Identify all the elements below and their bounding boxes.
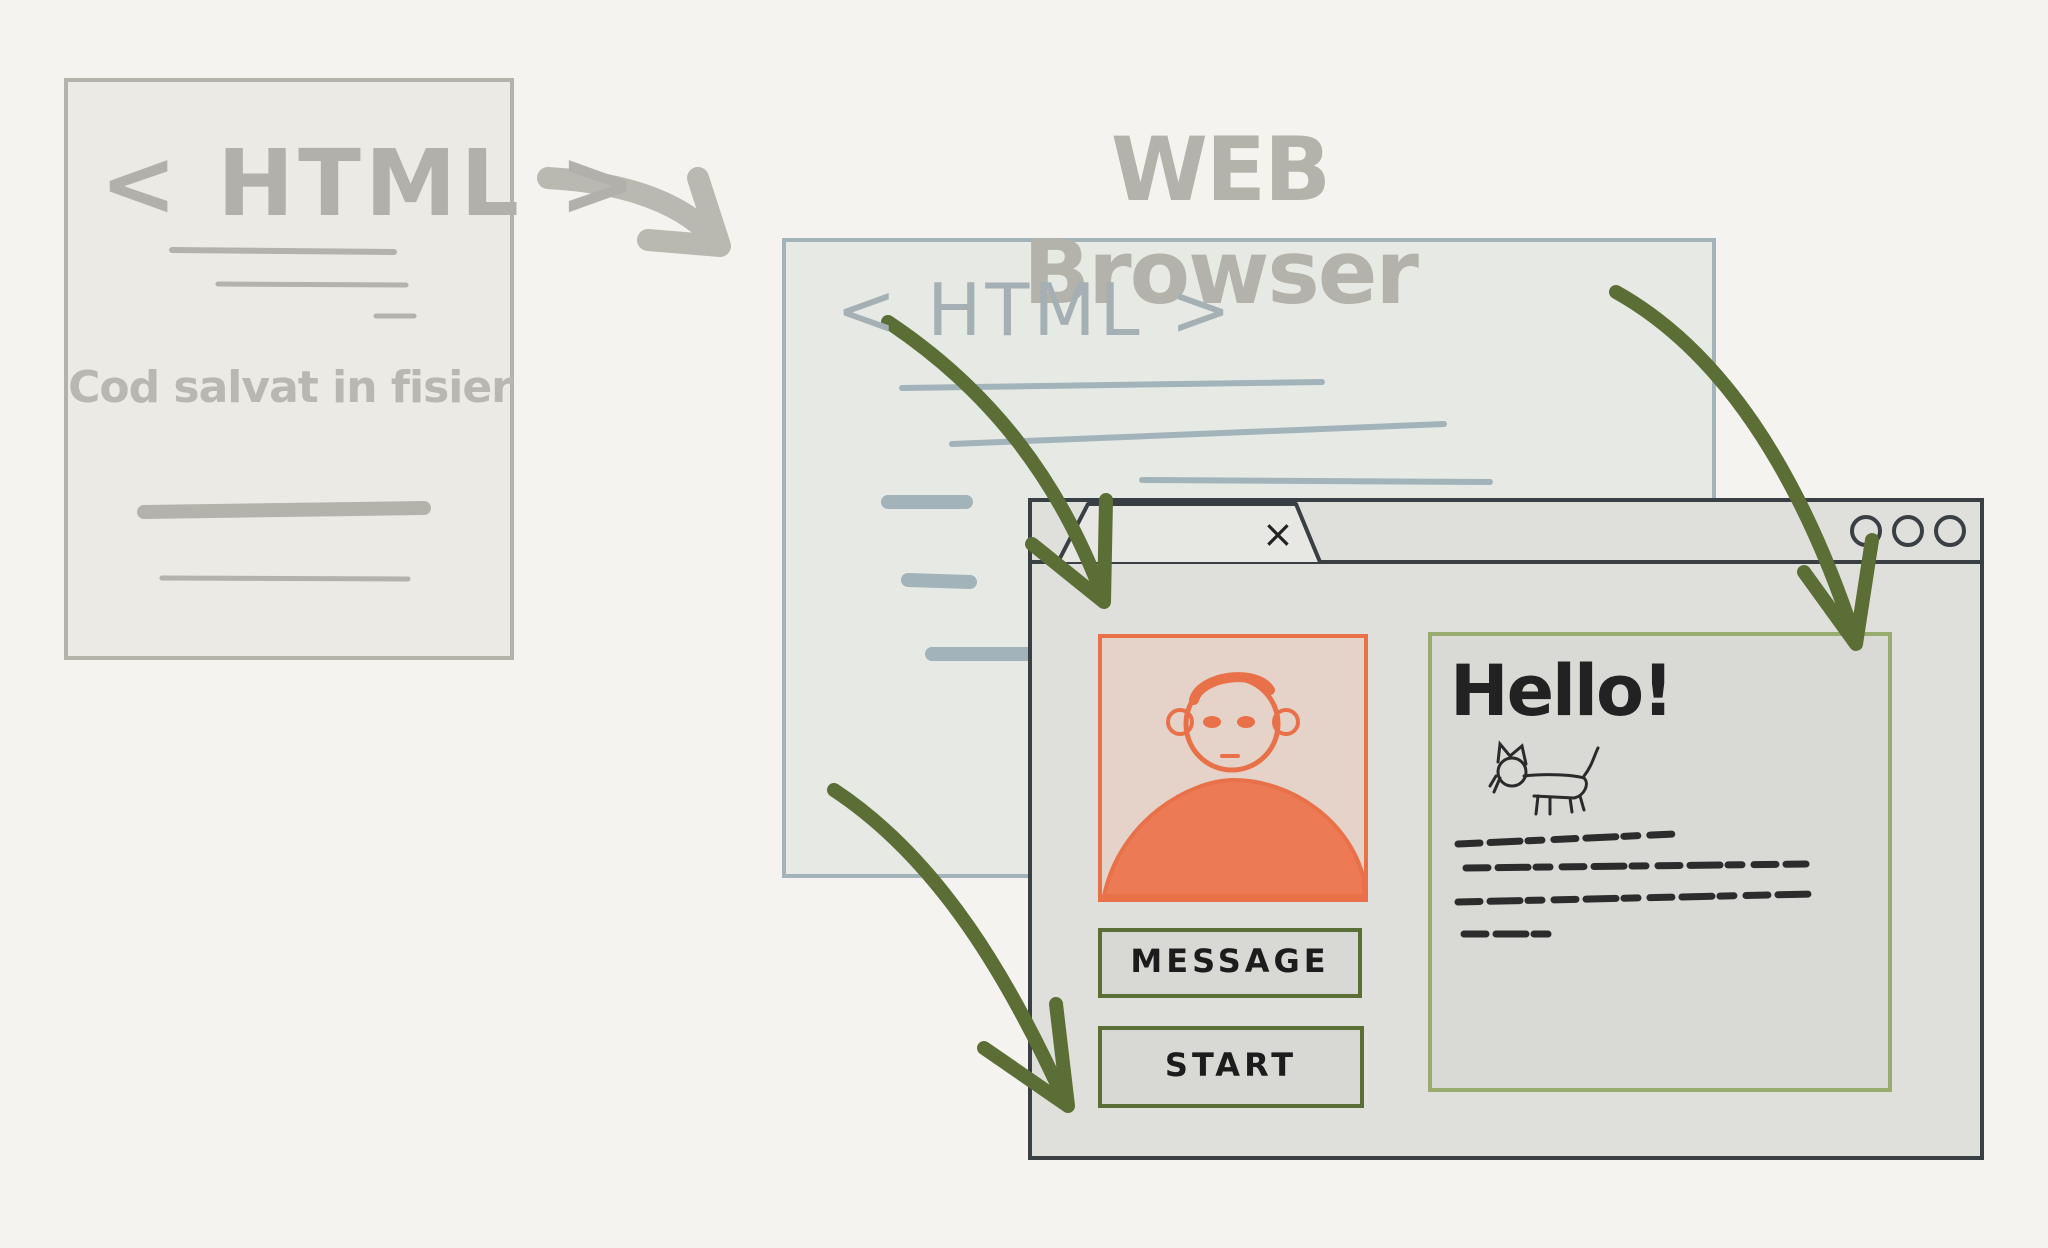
- code-line: [159, 575, 411, 582]
- arrow-to-buttons-icon: [827, 783, 1073, 1111]
- arrow-file-to-browser-icon: [537, 167, 731, 257]
- code-line: [169, 247, 397, 255]
- file-html-tag: < HTML >: [100, 130, 641, 237]
- start-button-label: START: [1164, 1046, 1298, 1084]
- arrow-head-icon: [1797, 533, 1879, 651]
- code-line: [215, 281, 409, 288]
- arrow-head-icon: [977, 997, 1075, 1113]
- browser-title: WEB Browser: [1023, 118, 1419, 324]
- code-line: [1139, 477, 1493, 485]
- start-button[interactable]: [1098, 1026, 1364, 1108]
- render-arrows: [827, 285, 1879, 1113]
- arrow-to-avatar-icon: [881, 315, 1111, 607]
- content-panel: [1428, 632, 1892, 1092]
- message-button[interactable]: [1098, 928, 1362, 998]
- code-line: [949, 421, 1447, 447]
- text-placeholder-lines: [1454, 830, 1816, 938]
- code-line: [901, 573, 977, 589]
- message-button-label: MESSAGE: [1130, 942, 1330, 980]
- arrow-to-content-icon: [1609, 285, 1863, 649]
- greeting-heading: Hello!: [1450, 650, 1674, 732]
- code-line: [137, 501, 431, 519]
- close-icon[interactable]: ×: [1262, 512, 1294, 556]
- avatar-image: [1098, 634, 1368, 902]
- arrow-head-icon: [1025, 493, 1113, 609]
- cat-icon: [1488, 740, 1600, 816]
- source-html-tag: < HTML >: [836, 268, 1235, 352]
- file-caption: Cod salvat in fisier: [68, 362, 513, 413]
- window-control-icon[interactable]: [1934, 515, 1966, 547]
- window-control-icon[interactable]: [1892, 515, 1924, 547]
- rendered-browser-window: [1028, 498, 1984, 1160]
- html-file-document: [64, 78, 514, 660]
